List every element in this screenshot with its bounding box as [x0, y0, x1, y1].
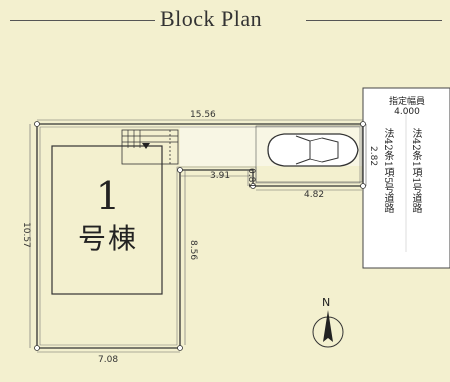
title-rule-left — [10, 20, 155, 21]
corner-markers — [34, 121, 366, 351]
title-bar: Block Plan — [0, 0, 450, 44]
dim-left: 10.57 — [21, 222, 31, 248]
parking-space — [255, 125, 363, 183]
dim-parking-width: 4.82 — [304, 190, 325, 200]
north-label: N — [322, 296, 331, 309]
lot-boundary — [36, 123, 364, 349]
title-rule-right — [306, 20, 442, 21]
dim-parking-depth: 2.82 — [368, 146, 378, 167]
car-icon — [267, 133, 359, 167]
building-footprint — [51, 145, 163, 295]
road-area — [362, 87, 450, 269]
steps-hatching — [122, 130, 178, 148]
building-name: 号棟 — [77, 222, 138, 255]
dim-top: 15.56 — [190, 110, 216, 120]
dim-inner-vertical: 8.56 — [188, 240, 198, 261]
north-arrow-icon — [312, 310, 344, 348]
road-label-col1: 法42条1項1号道路 — [410, 128, 421, 214]
building-number: 1 — [95, 174, 121, 218]
dim-step-vertical: 0.81 — [246, 168, 256, 189]
entrance-steps — [121, 129, 179, 165]
entrance-marker-icon — [142, 143, 150, 149]
road-label-col2: 法42条1項5号道路 — [382, 128, 393, 214]
road-header-label: 指定幅員 — [388, 97, 425, 107]
dimension-lines — [29, 119, 367, 353]
road-header: 指定幅員 4.000 — [364, 97, 450, 117]
road-header-width: 4.000 — [394, 107, 420, 117]
page-title: Block Plan — [160, 6, 263, 31]
dim-bottom: 7.08 — [98, 355, 119, 365]
dim-step-horizontal: 3.91 — [210, 171, 231, 181]
